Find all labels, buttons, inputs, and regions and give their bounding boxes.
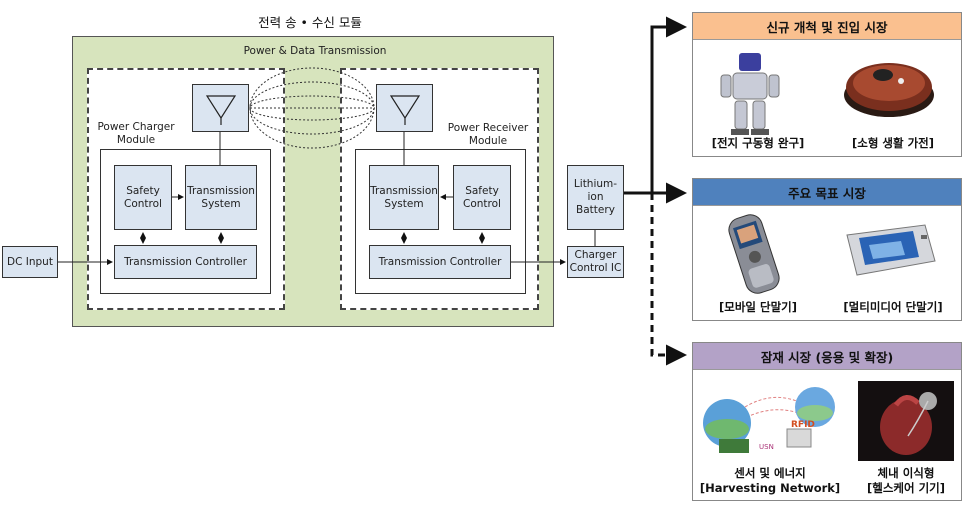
- antenna-icon: [389, 95, 420, 125]
- mobile-phone-image: [723, 211, 785, 297]
- receiver-transmission-controller: Transmission Controller: [369, 245, 511, 279]
- antenna-icon: [205, 95, 236, 125]
- receiver-antenna: [376, 84, 433, 132]
- robot-vacuum-image: [841, 51, 937, 121]
- caption-battery-toy: [전지 구동형 완구]: [711, 136, 805, 150]
- market-panel-main: 주요 목표 시장 [모바일 단말기] [멀티미디어 단말기]: [692, 178, 962, 321]
- caption-small-appliance: [소형 생활 가전]: [852, 136, 934, 150]
- market-panel-potential: 잠재 시장 (응용 및 확장) RFID USN 센서 및 에너지 [Harve…: [692, 342, 962, 501]
- charger-transmission-controller: Transmission Controller: [114, 245, 257, 279]
- svg-text:USN: USN: [759, 443, 774, 451]
- implant-heart-image: [858, 381, 954, 461]
- market-title-potential: 잠재 시장 (응용 및 확장): [693, 343, 961, 370]
- market-panel-new: 신규 개척 및 진입 시장 [전지 구동형 완구] [소형 생활 가전]: [692, 12, 962, 157]
- caption-mobile-terminal: [모바일 단말기]: [719, 300, 797, 314]
- market-title-main: 주요 목표 시장: [693, 179, 961, 206]
- svg-text:RFID: RFID: [791, 420, 815, 430]
- sensor-network-image: RFID USN: [699, 377, 839, 461]
- top-title: 전력 송 • 수신 모듈: [258, 15, 362, 30]
- green-area-title: Power & Data Transmission: [243, 45, 387, 57]
- caption-multimedia-terminal: [멀티미디어 단말기]: [843, 300, 943, 314]
- robot-toy-image: [717, 47, 785, 139]
- wireless-field-lines: [249, 67, 375, 149]
- caption-implant-healthcare: 체내 이식형 [헬스케어 기기]: [867, 466, 945, 495]
- multimedia-device-image: [839, 221, 939, 281]
- charger-antenna: [192, 84, 249, 132]
- market-title-new: 신규 개척 및 진입 시장: [693, 13, 961, 40]
- caption-sensor-energy: 센서 및 에너지 [Harvesting Network]: [699, 466, 841, 495]
- dc-input: DC Input: [2, 246, 58, 278]
